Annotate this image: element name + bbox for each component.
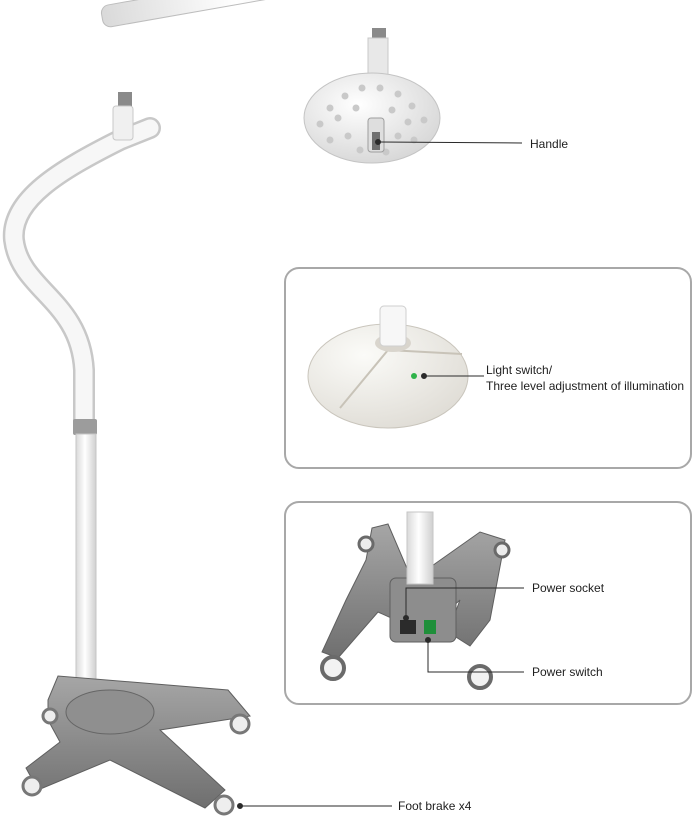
height-collar — [73, 419, 97, 435]
label-foot-brake: Foot brake x4 — [398, 799, 472, 813]
label-handle: Handle — [530, 137, 569, 151]
detail-panel-power — [284, 501, 692, 705]
power-socket — [400, 620, 416, 634]
power-switch — [424, 620, 436, 634]
caster-wheels — [21, 707, 251, 816]
label-power-switch: Power switch — [532, 665, 603, 679]
leader-lines — [237, 139, 524, 809]
label-light-switch-line2: Three level adjustment of illumination — [486, 379, 685, 393]
light-switch-indicator — [411, 373, 417, 379]
label-light-switch: Light switch/ Three level adjustment of … — [486, 362, 684, 394]
label-power-socket: Power socket — [532, 581, 605, 595]
gooseneck-pole — [2, 105, 161, 439]
mobile-base — [25, 675, 251, 809]
handle — [367, 117, 385, 153]
label-light-switch-line1: Light switch/ — [486, 363, 553, 377]
main-pole — [75, 433, 97, 701]
detail-panel-light-switch — [284, 267, 692, 469]
